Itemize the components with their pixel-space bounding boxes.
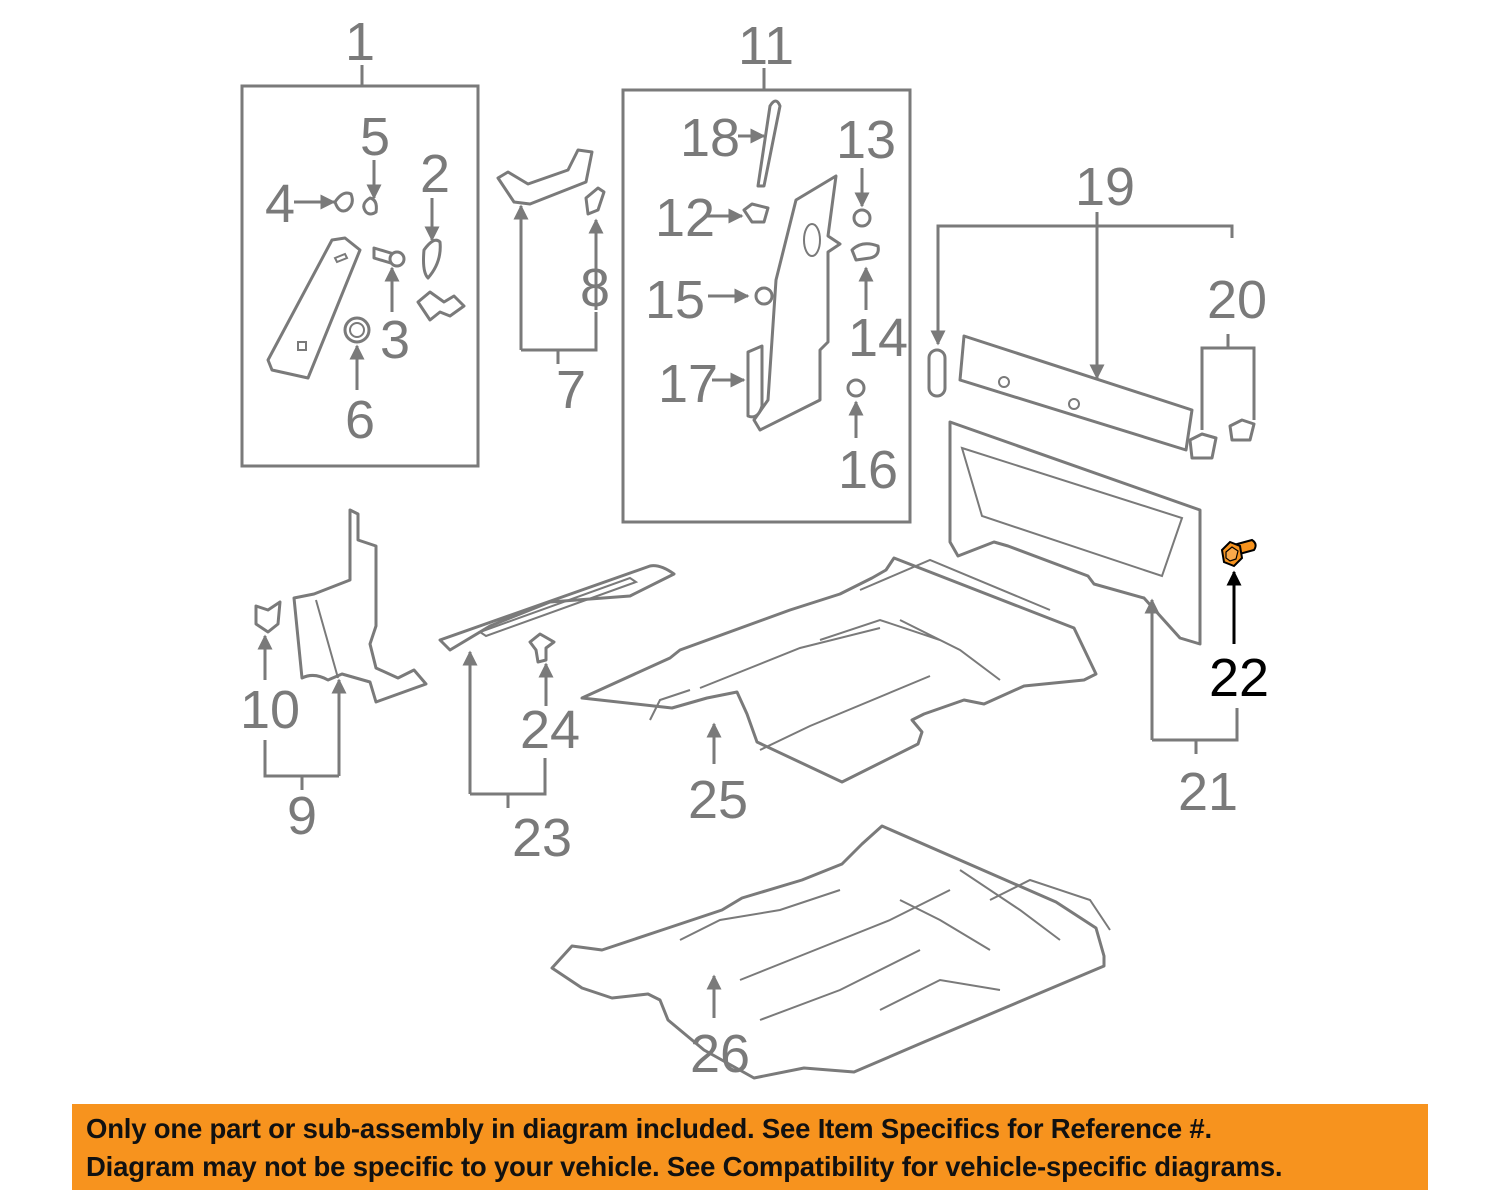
callout-18: 18 xyxy=(680,108,740,168)
callout-23: 23 xyxy=(512,808,572,868)
callout-9: 9 xyxy=(287,786,317,846)
clip-5-part xyxy=(362,196,378,216)
group-21-back-trim: 21 22 xyxy=(948,420,1269,822)
callout-12: 12 xyxy=(655,188,715,248)
callout-20: 20 xyxy=(1207,270,1267,330)
callout-2: 2 xyxy=(420,144,450,204)
callout-16: 16 xyxy=(838,440,898,500)
group-7-handle: 8 7 xyxy=(496,148,610,420)
group-1-assembly: 1 4 5 2 3 6 xyxy=(240,12,480,468)
sill-plate-23-part xyxy=(438,564,676,652)
callout-1: 1 xyxy=(345,12,375,72)
group-11-assembly: 11 18 12 15 17 13 14 16 xyxy=(621,16,912,524)
back-trim-21-part xyxy=(948,420,1202,646)
clip-20a-part xyxy=(1188,432,1218,460)
disclaimer-line-2: Diagram may not be specific to your vehi… xyxy=(86,1151,1283,1182)
group-9-trim: 10 9 xyxy=(240,508,428,846)
clip-14-part xyxy=(850,242,880,262)
floor-pan-26-part xyxy=(550,824,1106,1080)
callout-17: 17 xyxy=(658,354,718,414)
rear-panel-19-part xyxy=(958,334,1194,452)
group-26-floor: 26 xyxy=(550,824,1111,1084)
carpet-25-part xyxy=(580,556,1098,784)
grommet-6-part xyxy=(343,316,371,344)
callout-5: 5 xyxy=(360,107,390,167)
callout-11: 11 xyxy=(738,16,794,76)
bolt-13-part xyxy=(852,208,872,228)
callout-15: 15 xyxy=(645,270,705,330)
bolt-22-highlighted-part xyxy=(1220,538,1257,568)
callout-4: 4 xyxy=(265,174,295,234)
group-25-carpet: 25 xyxy=(580,556,1098,830)
clip-4-part xyxy=(333,191,354,213)
callout-10: 10 xyxy=(240,680,300,740)
callout-14: 14 xyxy=(848,308,908,368)
pillar-trim-part xyxy=(266,236,362,380)
b-pillar-trim-part xyxy=(752,174,842,432)
disclaimer-line-1: Only one part or sub-assembly in diagram… xyxy=(86,1113,1212,1144)
clip-2-part xyxy=(422,238,442,280)
callout-8: 8 xyxy=(580,258,610,318)
callout-24: 24 xyxy=(520,700,580,760)
callout-13: 13 xyxy=(836,110,896,170)
callout-25: 25 xyxy=(688,770,748,830)
callout-21: 21 xyxy=(1178,762,1238,822)
plug-part xyxy=(927,348,947,398)
callout-6: 6 xyxy=(345,390,375,450)
bracket-part xyxy=(416,290,466,322)
group-19-panel: 19 20 xyxy=(927,157,1267,460)
callout-22: 22 xyxy=(1209,648,1269,708)
cap-8-part xyxy=(584,186,606,216)
callout-19: 19 xyxy=(1075,157,1135,217)
clip-20b-part xyxy=(1228,418,1256,442)
callout-26: 26 xyxy=(690,1024,750,1084)
disclaimer-banner: Only one part or sub-assembly in diagram… xyxy=(72,1104,1428,1190)
callout-7: 7 xyxy=(556,360,586,420)
trim-17-part xyxy=(746,344,764,419)
clip-12-part xyxy=(742,202,770,224)
callout-3: 3 xyxy=(380,310,410,370)
bolt-15-part xyxy=(754,286,774,306)
clip-10-part xyxy=(254,600,282,634)
group-23-sill: 24 23 xyxy=(438,564,676,868)
bolt-16-part xyxy=(846,378,866,398)
kick-panel-9-part xyxy=(292,508,428,704)
trim-18-part xyxy=(756,99,782,188)
clip-24-part xyxy=(528,632,556,664)
assist-handle-part xyxy=(496,148,594,206)
